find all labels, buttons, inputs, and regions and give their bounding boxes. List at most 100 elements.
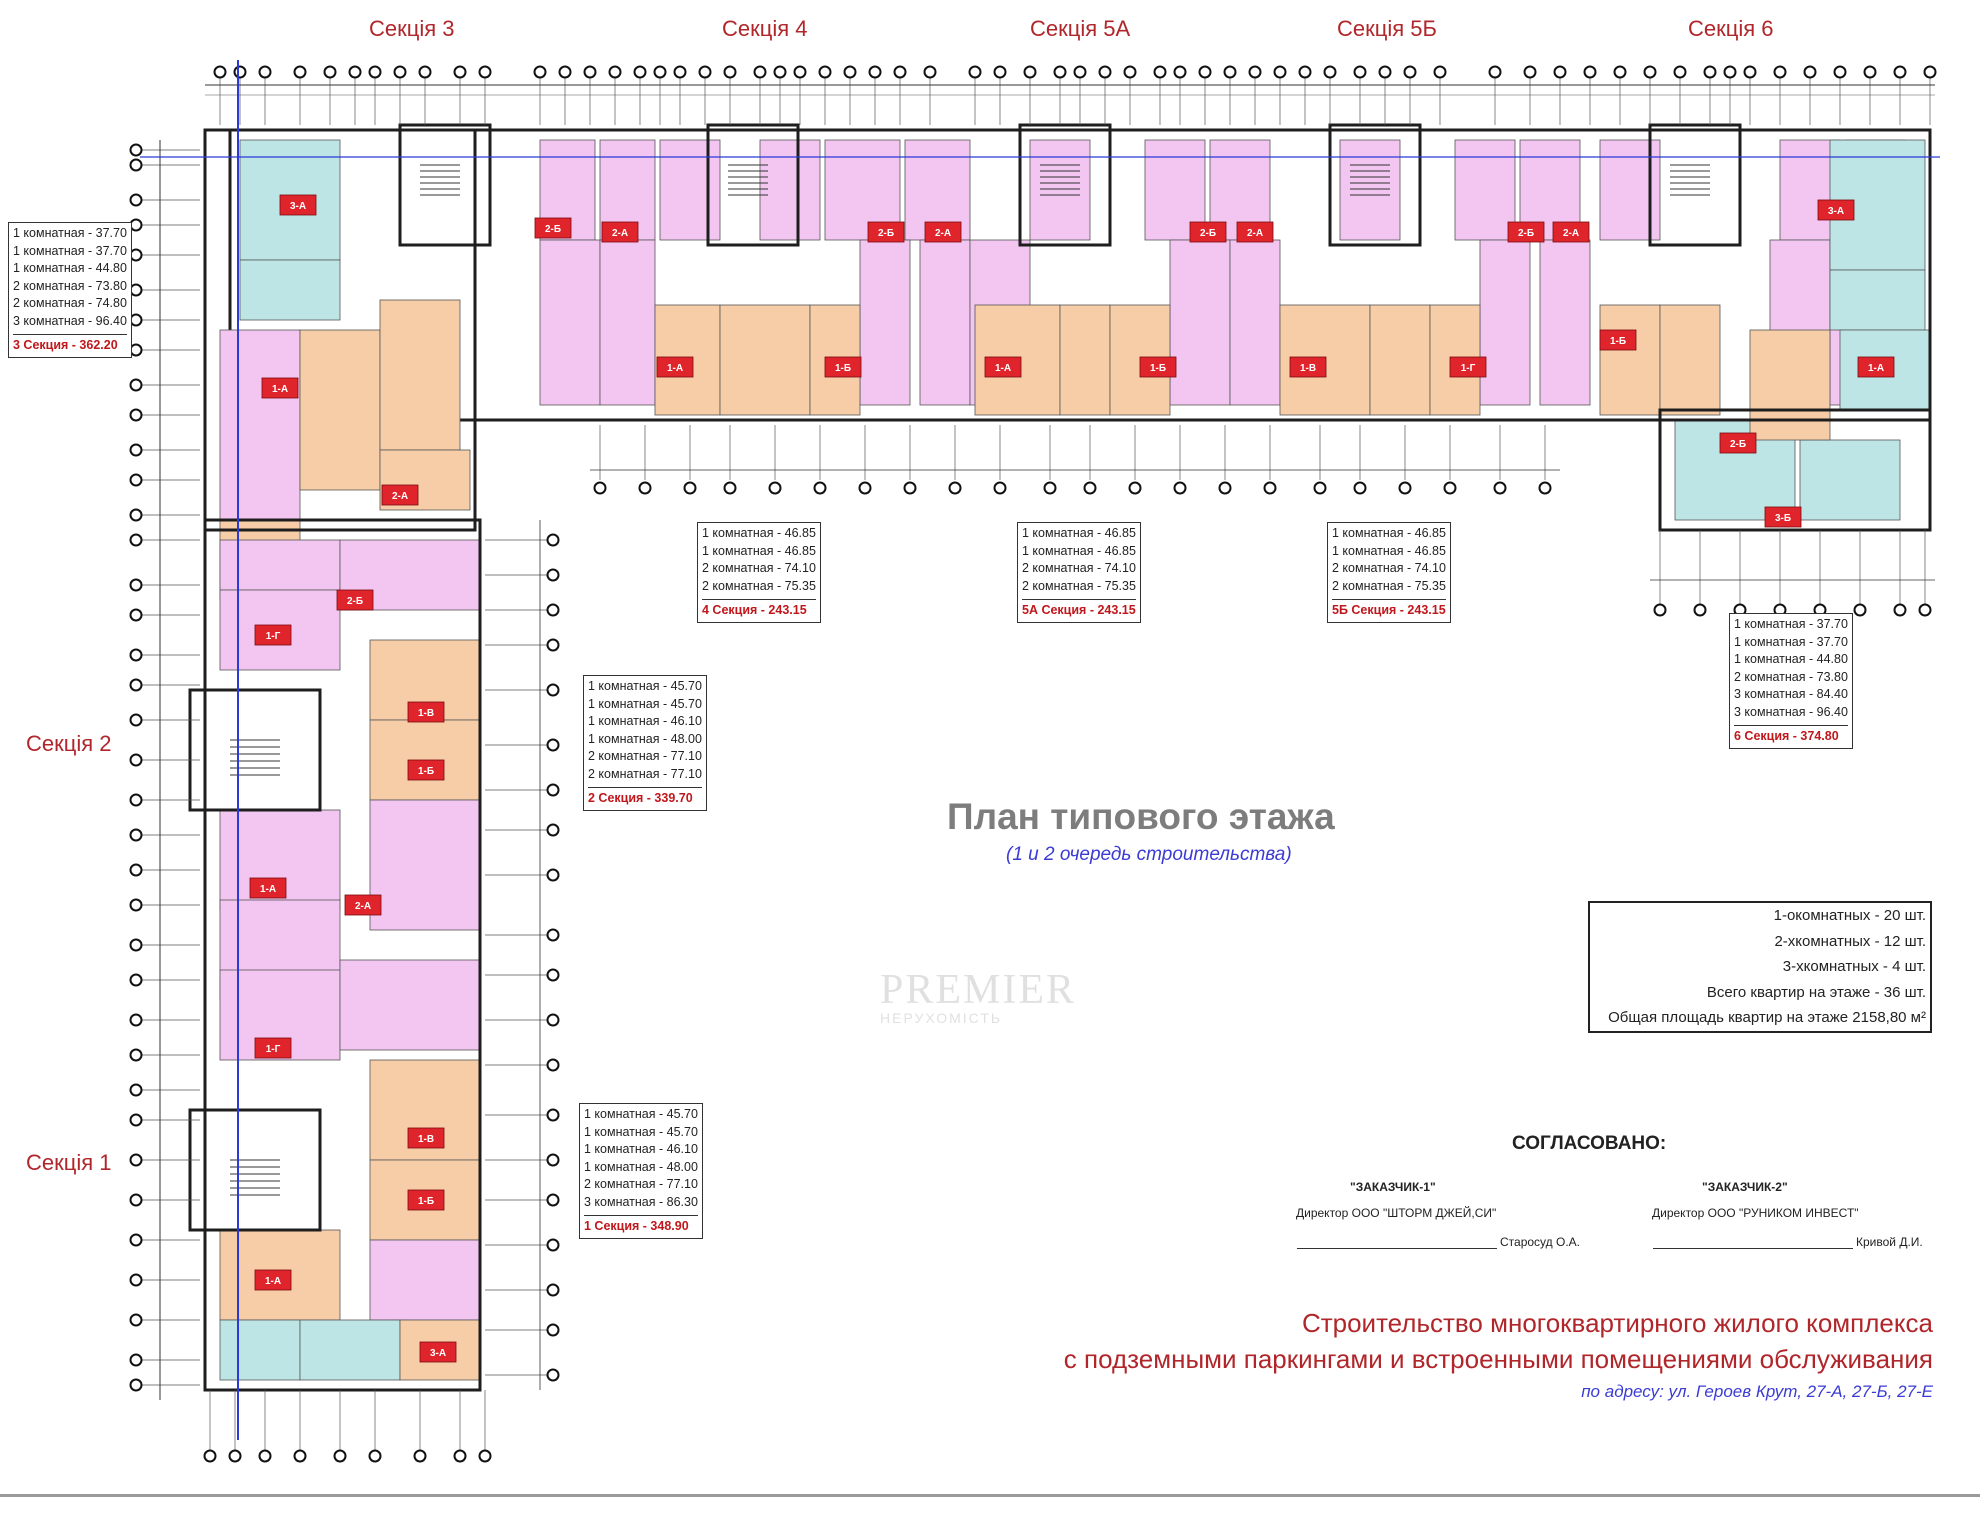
grid-axis-marker — [453, 1449, 467, 1463]
stair-core — [706, 123, 800, 247]
apartment-tag — [534, 217, 572, 239]
legend-row: 2 комнатная - 74.10 — [1022, 561, 1136, 575]
grid-axis-marker — [129, 408, 143, 422]
grid-axis-marker — [768, 481, 782, 495]
grid-axis-marker — [1098, 65, 1112, 79]
grid-axis-marker — [258, 1449, 272, 1463]
apartment-tag — [254, 1269, 292, 1291]
grid-axis-marker — [129, 143, 143, 157]
summary-row: 3-хкомнатных - 4 шт. — [1782, 958, 1926, 975]
apartment-tag — [407, 759, 445, 781]
grid-axis-marker — [129, 1193, 143, 1207]
apartment-room — [719, 304, 811, 416]
apartment-tag-label: 2-Б — [1730, 439, 1746, 450]
grid-axis-marker — [1643, 65, 1657, 79]
apartment-tag — [1599, 329, 1637, 351]
legend-row: 2 комнатная - 74.10 — [1332, 561, 1446, 575]
top-wing-wall — [228, 128, 1932, 422]
grid-axis-marker — [1323, 65, 1337, 79]
legend-row: 1 комнатная - 46.85 — [702, 543, 816, 558]
summary-row: Всего квартир на этаже - 36 шт. — [1706, 983, 1926, 1001]
grid-axis-marker — [1353, 65, 1367, 79]
grid-axis-marker — [753, 65, 767, 79]
grid-axis-marker — [129, 443, 143, 457]
apartment-tag-label: 1-В — [418, 1134, 434, 1145]
grid-axis-marker — [546, 1238, 560, 1252]
grid-axis-marker — [129, 938, 143, 952]
legend-row: 1 комнатная - 37.70 — [1734, 617, 1848, 631]
apartment-tag — [867, 221, 905, 243]
apartment-room — [1029, 139, 1091, 241]
summary-row: Общая площадь квартир на этаже 2158,80 м… — [1608, 1009, 1926, 1026]
legend-row: 1 комнатная - 46.85 — [1022, 543, 1136, 558]
apartment-room — [379, 449, 471, 511]
stair-core — [1018, 123, 1112, 247]
grid-axis-marker — [1083, 481, 1097, 495]
grid-axis-marker — [129, 898, 143, 912]
apartment-tag-label: 1-Б — [418, 766, 434, 777]
section-label-5b: Секція 5Б — [1337, 16, 1437, 41]
grid-axis-marker — [129, 1113, 143, 1127]
grid-axis-marker — [129, 713, 143, 727]
legend-total: 5А Секция - 243.15 — [1022, 599, 1136, 620]
apartment-tag-label: 2-А — [1247, 228, 1263, 239]
grid-axis-marker — [1043, 481, 1057, 495]
apartment-tag — [1189, 221, 1227, 243]
grid-axis-marker — [1493, 481, 1507, 495]
grid-axis-marker — [1583, 65, 1597, 79]
apartment-tag — [407, 1189, 445, 1211]
legend-row: 2 комнатная - 77.10 — [588, 749, 702, 763]
grid-axis-marker — [228, 1449, 242, 1463]
apartment-room — [1339, 139, 1401, 241]
apartment-room — [1059, 304, 1111, 416]
grid-axis-marker — [546, 1058, 560, 1072]
project-title-line-1: Строительство многоквартирного жилого ко… — [1301, 1308, 1933, 1338]
grid-axis-marker — [129, 193, 143, 207]
grid-axis-marker — [546, 638, 560, 652]
apartment-tag-label: 1-Б — [1150, 363, 1166, 374]
legend-total: 4 Секция - 243.15 — [702, 599, 816, 620]
grid-axis-marker — [546, 533, 560, 547]
grid-axis-marker — [129, 313, 143, 327]
grid-axis-marker — [129, 648, 143, 662]
grid-axis-marker — [546, 868, 560, 882]
grid-axis-marker — [348, 65, 362, 79]
grid-axis-marker — [593, 481, 607, 495]
grid-axis-marker — [868, 65, 882, 79]
apartment-tag — [601, 221, 639, 243]
legend-total: 2 Секция - 339.70 — [588, 787, 702, 808]
apartment-tag — [254, 624, 292, 646]
apartment-room — [1599, 304, 1661, 416]
grid-axis-marker — [546, 603, 560, 617]
grid-axis-marker — [129, 793, 143, 807]
grid-axis-marker — [546, 823, 560, 837]
apartment-tag — [824, 356, 862, 378]
grid-axis-marker — [129, 508, 143, 522]
grid-axis-marker — [723, 65, 737, 79]
legend-total: 3 Секция - 362.20 — [13, 334, 127, 355]
grid-axis-marker — [418, 65, 432, 79]
legend-row: 1 комнатная - 45.70 — [588, 696, 702, 711]
legend-row: 2 комнатная - 75.35 — [702, 578, 816, 593]
grid-axis-marker — [368, 1449, 382, 1463]
grid-axis-marker — [1523, 65, 1537, 79]
section-label-1: Секція 1 — [26, 1150, 112, 1175]
grid-axis-marker — [1703, 65, 1717, 79]
summary-row: 2-хкомнатных - 12 шт. — [1774, 932, 1926, 950]
apartment-room — [1169, 239, 1231, 406]
apartment-tag — [1507, 221, 1545, 243]
grid-axis-marker — [129, 248, 143, 262]
grid-axis-marker — [546, 928, 560, 942]
legend-row: 1 комнатная - 37.70 — [1734, 634, 1848, 649]
legend-row: 1 комнатная - 46.85 — [1332, 543, 1446, 558]
grid-axis-marker — [858, 481, 872, 495]
legend-total: 1 Секция - 348.90 — [584, 1215, 698, 1236]
summary-row: 1-окомнатных - 20 шт. — [1773, 907, 1926, 924]
grid-axis-marker — [893, 65, 907, 79]
grid-axis-marker — [1353, 481, 1367, 495]
grid-axis-marker — [129, 973, 143, 987]
legend-row: 3 комнатная - 96.40 — [13, 313, 127, 328]
section-label-3: Секція 3 — [369, 16, 455, 41]
grid-axis-marker — [203, 1449, 217, 1463]
